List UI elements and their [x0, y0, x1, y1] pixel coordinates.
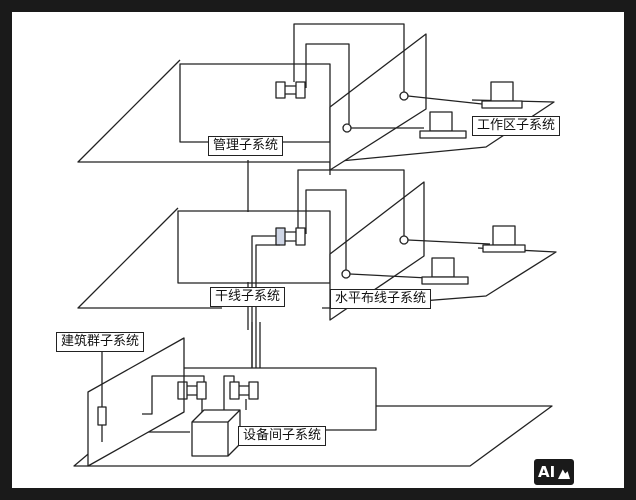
- floor-2-cable-inner: [305, 189, 347, 270]
- label-backbone: 干线子系统: [210, 287, 286, 307]
- floor-1: [77, 23, 555, 175]
- label-horizontal: 水平布线子系统: [330, 289, 432, 309]
- label-campus: 建筑群子系统: [56, 332, 145, 352]
- floor-1-outlet-b: [342, 123, 352, 133]
- floor-2-computer-b: [431, 257, 455, 278]
- watermark: AI 树叶云: [532, 454, 622, 490]
- floor-1-back-wall: [179, 63, 331, 143]
- label-work-area: 工作区子系统: [472, 116, 561, 136]
- label-management: 管理子系统: [208, 136, 284, 156]
- label-equipment-room: 设备间子系统: [238, 426, 327, 446]
- floor-2-computer-a: [492, 225, 516, 246]
- floor-2-cabinet-left: [275, 227, 286, 246]
- watermark-text: 树叶云: [580, 465, 622, 481]
- floor-1-partition: [329, 33, 427, 171]
- floor-2-back-wall: [177, 210, 331, 284]
- floor-2-cabinet-right: [295, 227, 306, 246]
- floor-1-cable: [293, 23, 405, 92]
- floor-3: [73, 337, 553, 467]
- structured-cabling-diagram: [73, 23, 557, 467]
- floor-1-outlet-a: [399, 91, 409, 101]
- floor-1-cabinet-left: [275, 81, 286, 99]
- floor-1-computer-a: [490, 81, 514, 102]
- floor-1-cable-inner: [305, 43, 350, 124]
- floor-2: [77, 169, 557, 321]
- diagram-frame: 工作区子系统 管理子系统 干线子系统 水平布线子系统 建筑群子系统 设备间子系统: [12, 12, 624, 488]
- floor-1-computer-b: [429, 111, 453, 132]
- floor-2-outlet-b: [341, 269, 351, 279]
- watermark-logo: AI: [532, 457, 576, 487]
- floor-1-cabinet-right: [295, 81, 306, 99]
- floor-2-cable: [297, 169, 405, 236]
- floor-2-outlet-a: [399, 235, 409, 245]
- floor-3-left-partition: [87, 337, 185, 467]
